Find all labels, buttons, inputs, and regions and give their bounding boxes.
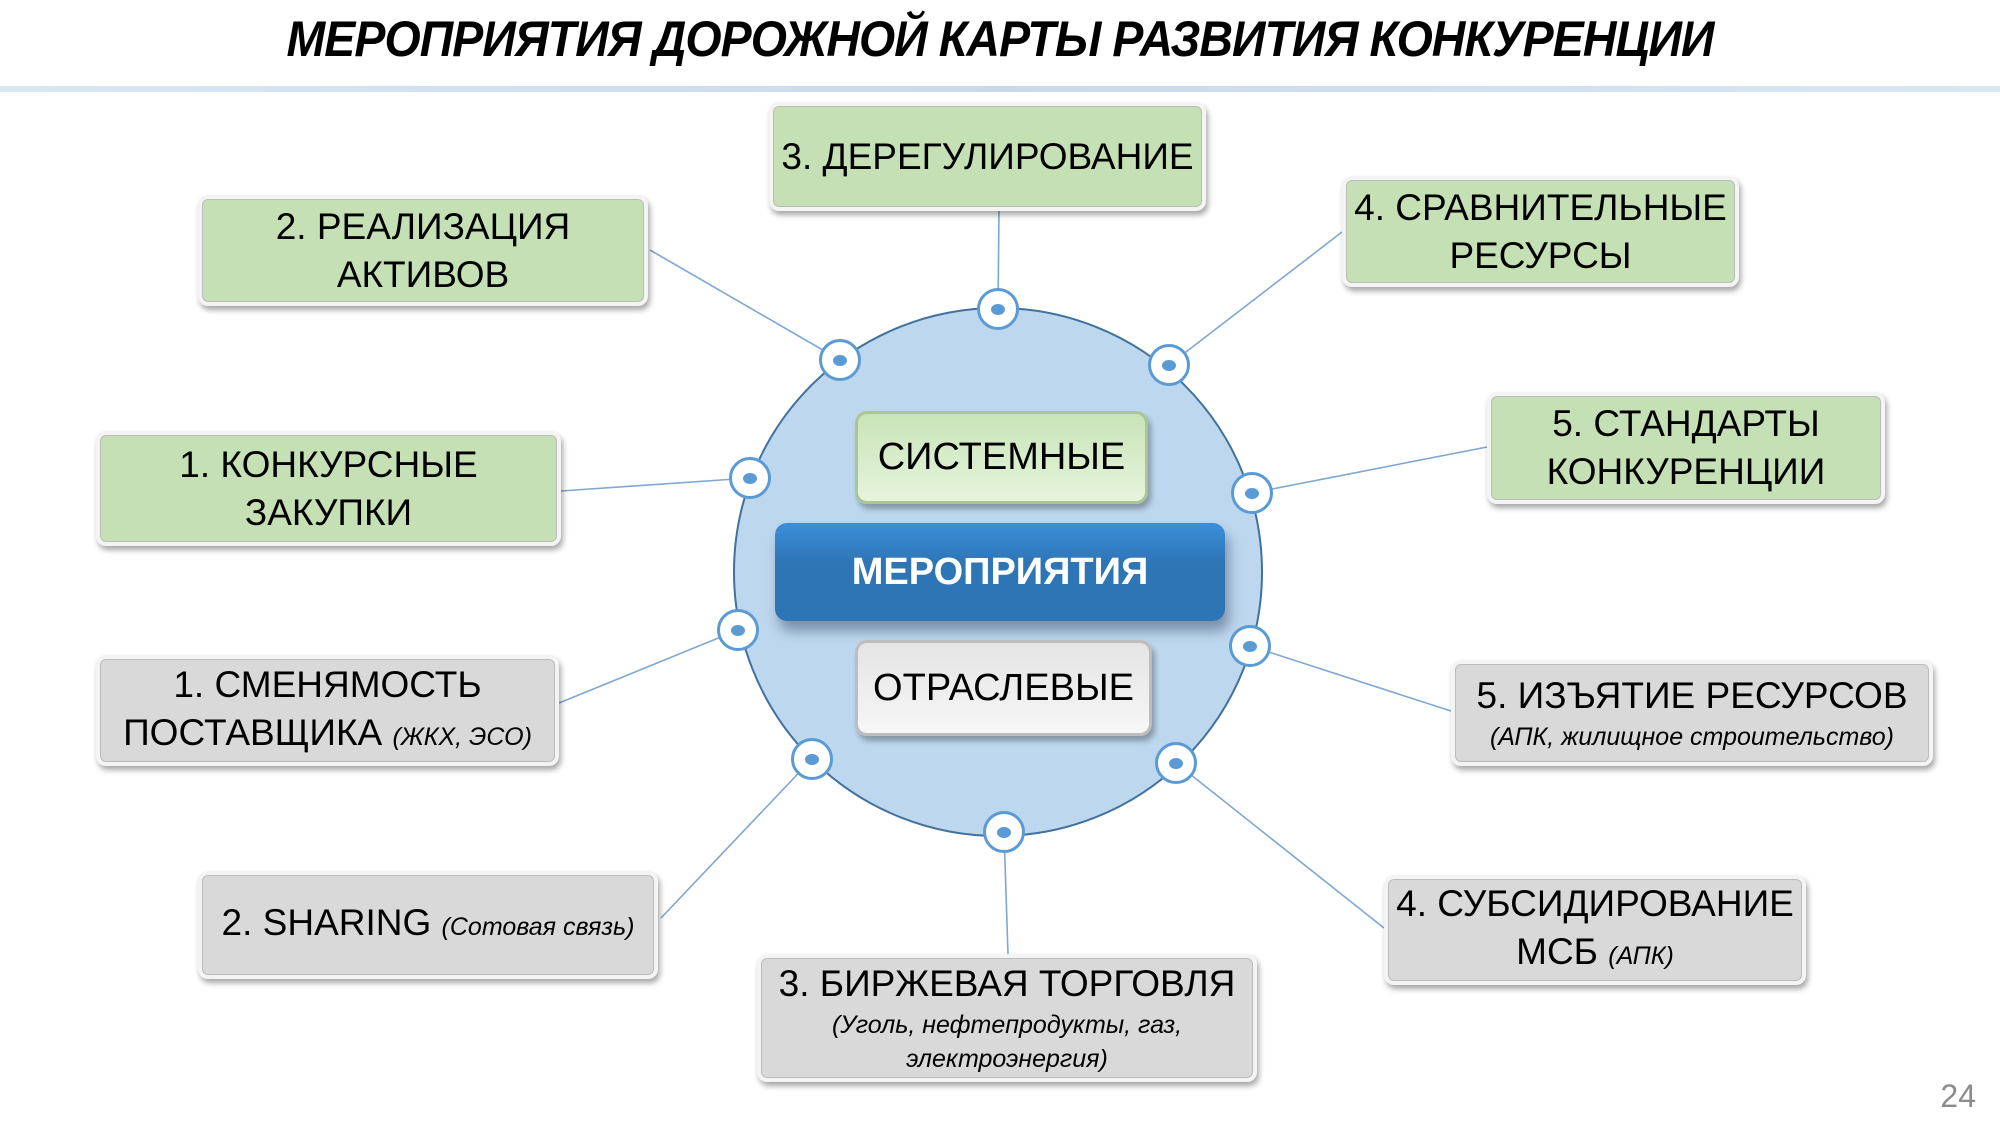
sectoral-item-supplier-change: 1. СМЕНЯМОСТЬ ПОСТАВЩИКА (ЖКХ, ЭСО) — [96, 655, 559, 766]
item-title: ПОСТАВЩИКА — [123, 711, 383, 753]
connector-node — [819, 339, 861, 381]
item-title: 4. СУБСИДИРОВАНИЕ — [1396, 883, 1794, 924]
item-title: 1. СМЕНЯМОСТЬ — [173, 663, 482, 705]
item-title: 3. БИРЖЕВАЯ ТОРГОВЛЯ — [778, 963, 1236, 1004]
connector-node — [1155, 742, 1197, 784]
page-number: 24 — [1940, 1078, 1976, 1114]
connector-line — [1251, 446, 1488, 494]
connector-node — [1231, 472, 1273, 514]
systemic-item-deregulation: 3. ДЕРЕГУЛИРОВАНИЕ — [769, 102, 1206, 211]
item-title: КОНКУРЕНЦИИ — [1546, 451, 1826, 492]
systemic-item-procurement: 1. КОНКУРСНЫЕ ЗАКУПКИ — [96, 431, 561, 546]
item-title: 5. ИЗЪЯТИЕ РЕСУРСОВ — [1476, 675, 1908, 716]
sectoral-item-sharing: 2. SHARING (Сотовая связь) — [198, 871, 658, 979]
item-title: ЗАКУПКИ — [244, 491, 413, 533]
connector-node — [791, 738, 833, 780]
item-title: 5. СТАНДАРТЫ — [1552, 403, 1820, 444]
item-note: (АПК, жилищное строительство) — [1489, 723, 1895, 751]
item-title: 4. СРАВНИТЕЛЬНЫЕ — [1354, 186, 1727, 228]
connector-line — [1168, 231, 1343, 366]
page-title: МЕРОПРИЯТИЯ ДОРОЖНОЙ КАРТЫ РАЗВИТИЯ КОНК… — [286, 11, 1715, 67]
connector-line — [560, 477, 751, 492]
item-title: 1. КОНКУРСНЫЕ — [179, 443, 478, 485]
sectoral-label: ОТРАСЛЕВЫЕ — [855, 640, 1152, 736]
connector-line — [649, 249, 841, 361]
systemic-item-standards: 5. СТАНДАРТЫ КОНКУРЕНЦИИ — [1487, 392, 1885, 504]
connector-node — [729, 457, 771, 499]
item-note: (ЖКХ, ЭСО) — [392, 722, 532, 751]
item-note: электроэнергия) — [906, 1045, 1108, 1073]
systemic-item-comparative-resources: 4. СРАВНИТЕЛЬНЫЕ РЕСУРСЫ — [1342, 176, 1739, 287]
connector-line — [558, 629, 739, 704]
connector-node — [717, 609, 759, 651]
item-title: РЕСУРСЫ — [1449, 234, 1632, 276]
item-title: 2. РЕАЛИЗАЦИЯ — [275, 205, 571, 247]
item-title: АКТИВОВ — [336, 253, 510, 295]
item-title: 3. ДЕРЕГУЛИРОВАНИЕ — [781, 135, 1194, 177]
connector-node — [1229, 625, 1271, 667]
sectoral-item-resource-withdrawal: 5. ИЗЪЯТИЕ РЕСУРСОВ (АПК, жилищное строи… — [1451, 660, 1933, 766]
connector-line — [1175, 762, 1385, 929]
title-divider — [0, 86, 2000, 92]
item-title: МСБ — [1516, 931, 1598, 972]
connector-line — [1249, 645, 1452, 712]
item-note: (Уголь, нефтепродукты, газ, — [831, 1011, 1183, 1039]
systemic-item-assets: 2. РЕАЛИЗАЦИЯ АКТИВОВ — [198, 195, 648, 306]
systemic-label: СИСТЕМНЫЕ — [855, 411, 1148, 504]
measures-label: МЕРОПРИЯТИЯ — [775, 523, 1225, 621]
connector-line — [660, 758, 813, 919]
sectoral-item-subsidies: 4. СУБСИДИРОВАНИЕ МСБ (АПК) — [1384, 875, 1806, 985]
sectoral-item-exchange-trading: 3. БИРЖЕВАЯ ТОРГОВЛЯ (Уголь, нефтепродук… — [757, 954, 1257, 1082]
connector-node — [1148, 344, 1190, 386]
item-title: 2. SHARING — [221, 902, 432, 943]
item-note: (АПК) — [1608, 942, 1674, 970]
item-note: (Сотовая связь) — [441, 913, 635, 941]
connector-node — [983, 811, 1025, 853]
connector-node — [977, 288, 1019, 330]
